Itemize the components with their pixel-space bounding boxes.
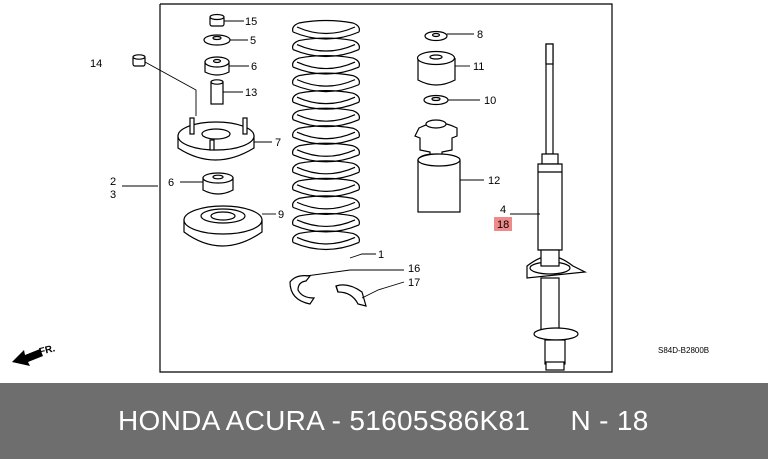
spring-coil — [292, 219, 360, 233]
callout-2: 2 — [110, 176, 116, 188]
callout-9: 9 — [278, 209, 284, 221]
callout-12: 12 — [488, 175, 500, 187]
arrow-icon — [12, 349, 43, 366]
spring-coil — [292, 131, 360, 145]
callout-11: 11 — [473, 61, 484, 73]
spring-coil — [292, 43, 360, 58]
callout-8: 8 — [477, 29, 483, 41]
callout-3: 3 — [110, 189, 116, 201]
spring-coil — [292, 26, 360, 40]
footer-bar: HONDA ACURA - 51605S86K81 N - 18 — [0, 383, 768, 459]
spring-coil — [292, 201, 360, 215]
bump-stop-group — [414, 30, 461, 213]
collar-part — [210, 79, 224, 105]
callout-16: 16 — [408, 263, 420, 275]
spring-coil — [292, 149, 360, 163]
spring-coil-back — [292, 37, 360, 50]
spring-coil-back — [292, 177, 360, 191]
leader-lines-right-center — [447, 33, 484, 181]
dust-cover-part — [414, 119, 461, 213]
spring-coil-back — [292, 90, 360, 103]
flange-nut-part — [132, 54, 146, 67]
spring-coil-back — [292, 212, 360, 226]
shock-absorber-part — [526, 43, 588, 371]
direction-label: FR. — [38, 343, 57, 358]
diagram-frame — [159, 3, 613, 373]
callout-14: 14 — [90, 58, 102, 70]
spring-coil — [292, 166, 360, 180]
spring-coil — [292, 184, 360, 198]
plate-washer-part — [423, 94, 449, 106]
spring-coil — [292, 114, 360, 128]
washer-top-part — [424, 30, 448, 42]
leader-lines-left — [122, 20, 276, 215]
callout-4: 4 — [500, 204, 506, 216]
callout-6-upper: 6 — [251, 61, 257, 73]
spring-coil-back — [292, 125, 360, 138]
front-direction-indicator: FR. — [12, 343, 57, 366]
callout-18: 18 — [497, 219, 509, 231]
callout-labels: 15 5 6 14 13 7 2 3 6 9 8 11 10 12 4 18 1… — [90, 16, 509, 289]
part-number-text: HONDA ACURA - 51605S86K81 N - 18 — [118, 405, 649, 436]
upper-mount-base-part — [177, 117, 255, 161]
nut-part — [209, 13, 225, 27]
callout-10: 10 — [484, 95, 496, 107]
spring-coil — [292, 79, 360, 93]
callout-5: 5 — [250, 35, 256, 47]
callout-6-lower: 6 — [168, 177, 174, 189]
spring-seat-part — [183, 205, 263, 247]
suspension-parts-diagram: 15 5 6 14 13 7 2 3 6 9 8 11 10 12 4 18 1… — [12, 3, 709, 373]
spring-coil-back — [292, 160, 360, 173]
callout-13: 13 — [245, 87, 257, 99]
spring-coil — [292, 96, 360, 110]
spring-coil — [292, 61, 360, 75]
coil-spring-part — [292, 19, 360, 250]
spring-coil-back — [292, 19, 360, 33]
spring-insulator-parts — [289, 275, 367, 307]
spring-coil-back — [292, 230, 360, 243]
callout-15: 15 — [245, 16, 257, 28]
leader-lines-center — [305, 253, 405, 299]
bump-rubber-part — [416, 50, 456, 86]
bushing-lower-part — [202, 172, 234, 195]
callout-1: 1 — [378, 249, 384, 261]
bushing-upper-part — [204, 56, 230, 76]
washer-part — [203, 34, 231, 46]
callout-17: 17 — [408, 277, 420, 289]
spring-coil-back — [292, 142, 360, 155]
spring-coil-back — [292, 72, 360, 85]
spring-coil-back — [292, 54, 360, 68]
diagram-code: S84D-B2800B — [658, 346, 709, 355]
spring-coil-back — [292, 195, 360, 208]
spring-coil — [292, 236, 360, 250]
upper-mount-group — [132, 13, 263, 247]
spring-coil-back — [292, 107, 360, 120]
highlight-box — [494, 217, 512, 231]
callout-7: 7 — [275, 137, 281, 149]
